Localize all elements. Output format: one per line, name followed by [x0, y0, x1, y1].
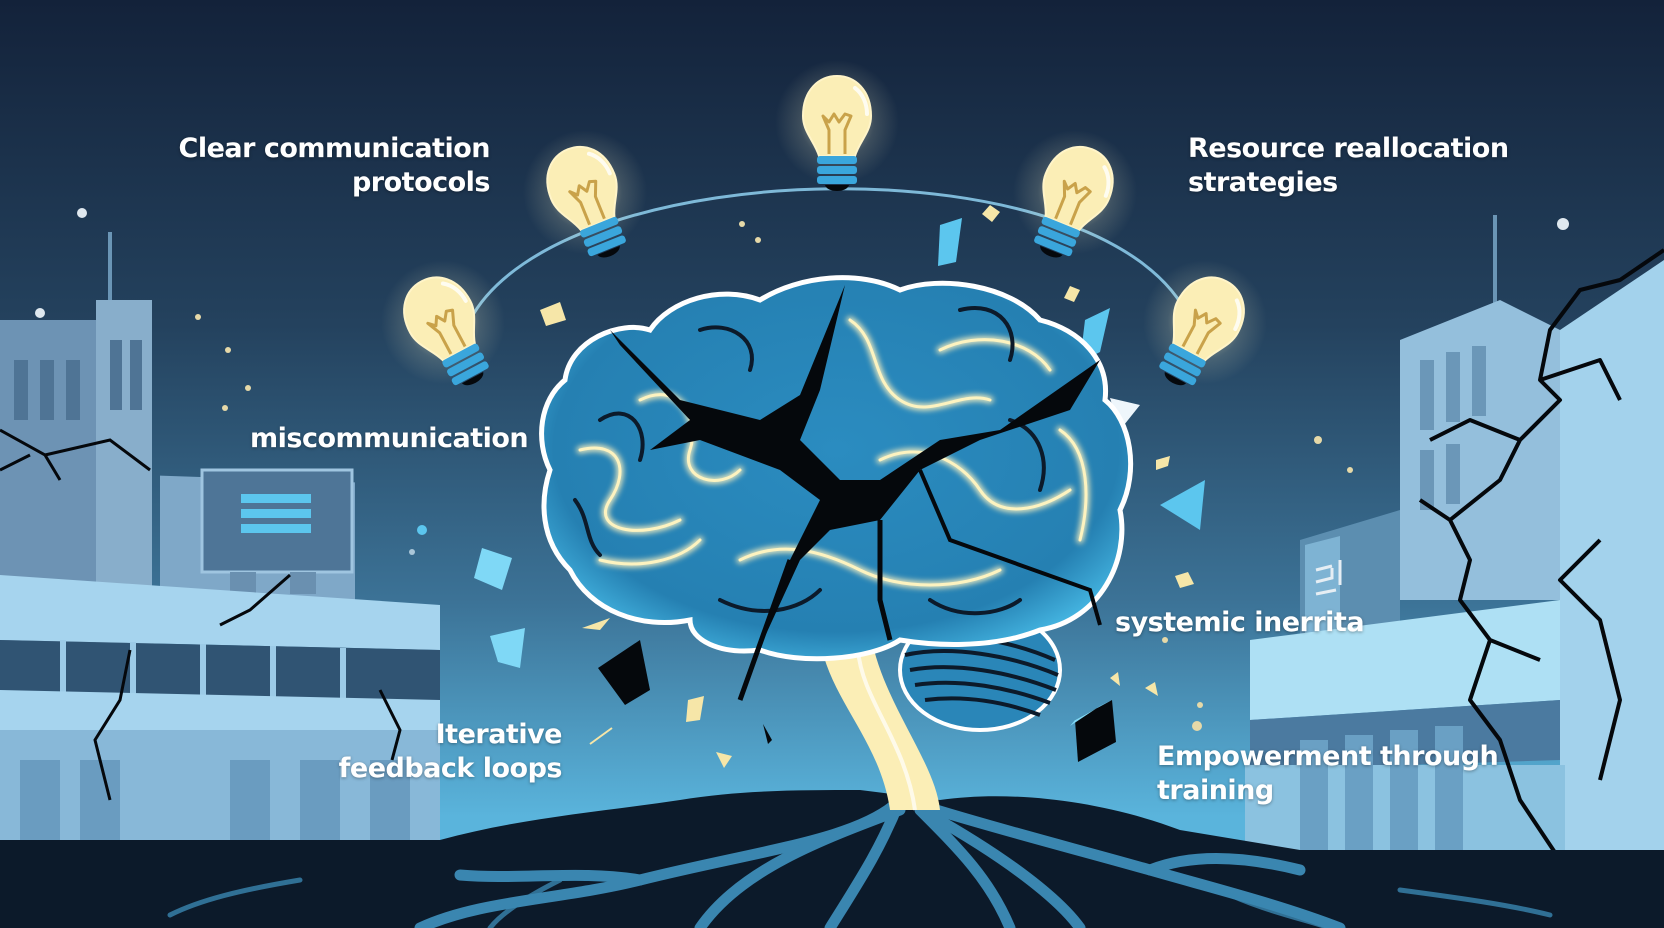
- left-buildings: [0, 208, 440, 840]
- label-systemic-inertia: systemic inerrita: [1115, 607, 1365, 638]
- right-buildings: [1245, 215, 1664, 900]
- label-resource-reallocation: Resource reallocation strategies: [1188, 133, 1509, 198]
- cracked-brain: [539, 275, 1134, 701]
- brain-stem: [820, 630, 940, 811]
- label-iterative-feedback: Iterative feedback loops: [338, 719, 563, 784]
- ground-with-roots: [0, 790, 1664, 928]
- label-miscommunication: miscommunication: [250, 423, 529, 454]
- label-clear-communication: Clear communication protocols: [178, 133, 491, 198]
- label-empowerment-training: Empowerment through training: [1157, 741, 1499, 806]
- floating-particles: [195, 205, 1353, 825]
